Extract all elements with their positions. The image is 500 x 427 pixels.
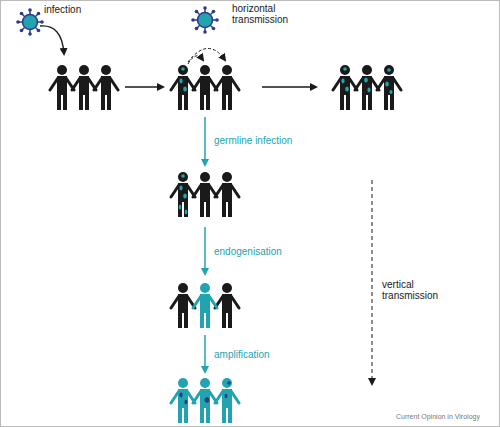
source-watermark: Current Opinion in Virology [396,413,500,421]
step-label: endogenisation [214,246,334,257]
step-label: amplification [214,349,334,360]
virus-icon [16,8,44,36]
step-label: horizontal transmission [232,3,302,25]
axis-label: vertical transmission [382,279,452,301]
virus-icon [191,6,219,34]
step-label: infection [44,4,124,15]
step-label: germline infection [214,135,334,146]
